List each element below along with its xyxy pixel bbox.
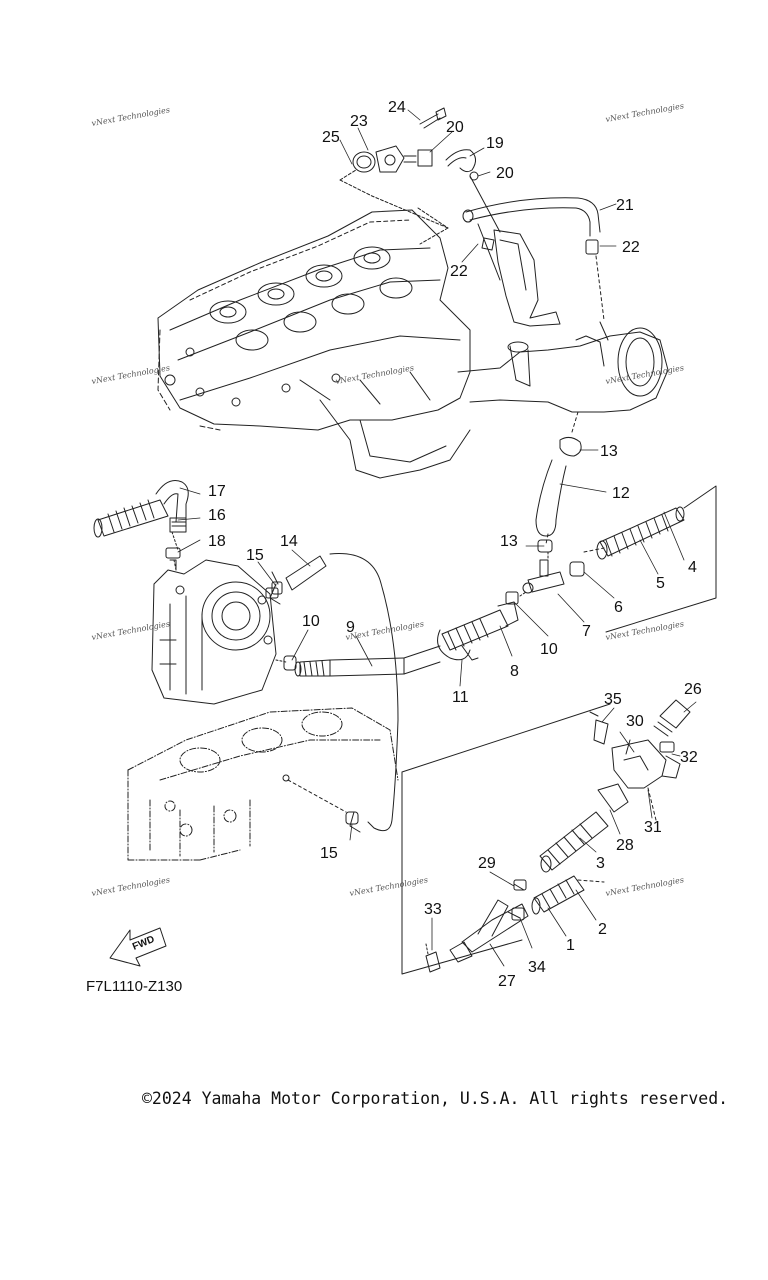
callout-16: 16 [208, 507, 226, 524]
engine-head-assembly [157, 209, 669, 479]
fwd-arrow-icon [109, 927, 167, 967]
y-pipe-27 [425, 879, 529, 973]
breather-fittings-top [339, 107, 609, 341]
copyright-notice: ©2024 Yamaha Motor Corporation, U.S.A. A… [142, 1089, 729, 1108]
bellows-hose-8 [403, 601, 519, 675]
callout-10b: 10 [540, 641, 558, 658]
callout-20a: 20 [446, 119, 464, 136]
watermark-text: vNext Technologies [91, 619, 171, 642]
diagram-part-code: F7L1110-Z130 [86, 978, 183, 995]
callout-22a: 22 [622, 239, 640, 256]
watermark-text: vNext Technologies [335, 363, 415, 386]
watermark-text: vNext Technologies [91, 105, 171, 128]
hose-9 [275, 655, 405, 677]
callout-14: 14 [280, 533, 298, 550]
watermark-text: vNext Technologies [605, 619, 685, 642]
watermark-text: vNext Technologies [91, 875, 171, 898]
callout-9: 9 [346, 619, 355, 636]
hose-12-assembly [535, 411, 582, 553]
fitting-26-32 [653, 699, 691, 753]
callout-28: 28 [616, 837, 634, 854]
callout-13b: 13 [500, 533, 518, 550]
callout-4: 4 [688, 559, 697, 576]
watermark-text: vNext Technologies [605, 875, 685, 898]
callout-18: 18 [208, 533, 226, 550]
callout-23: 23 [350, 113, 368, 130]
callout-19: 19 [486, 135, 504, 152]
hose-14-assembly [269, 553, 399, 833]
callout-31: 31 [644, 819, 662, 836]
watermark-text: vNext Technologies [345, 619, 425, 642]
callout-22b: 22 [450, 263, 468, 280]
callout-3: 3 [596, 855, 605, 872]
callout-5: 5 [656, 575, 665, 592]
hose-16-17 [93, 480, 189, 571]
callout-29: 29 [478, 855, 496, 872]
callout-15a: 15 [246, 547, 264, 564]
callout-21: 21 [616, 197, 634, 214]
bellows-hose-5 [583, 506, 685, 560]
callout-35: 35 [604, 691, 622, 708]
callout-12: 12 [612, 485, 630, 502]
callout-1: 1 [566, 937, 575, 954]
callout-10a: 10 [302, 613, 320, 630]
watermark-text: vNext Technologies [605, 101, 685, 124]
callout-labels: 1 2 3 4 5 6 7 8 9 10 10 11 12 13 13 14 1… [208, 99, 702, 990]
callout-25: 25 [322, 129, 340, 146]
callout-33: 33 [424, 901, 442, 918]
leader-lines [177, 109, 697, 967]
throttle-body [151, 559, 279, 705]
callout-13a: 13 [600, 443, 618, 460]
callout-8: 8 [510, 663, 519, 680]
cylinder-block-lower [127, 707, 399, 861]
callout-15b: 15 [320, 845, 338, 862]
callout-27: 27 [498, 973, 516, 990]
callout-7: 7 [582, 623, 591, 640]
lower-group-frame [401, 703, 611, 975]
bracket-30-31 [589, 711, 681, 821]
watermark-text: vNext Technologies [349, 875, 429, 898]
callout-11: 11 [452, 689, 469, 706]
bellows-hose-3 [539, 783, 629, 873]
callout-17: 17 [208, 483, 226, 500]
callout-24: 24 [388, 99, 406, 116]
callout-30: 30 [626, 713, 644, 730]
callout-26: 26 [684, 681, 702, 698]
callout-34: 34 [528, 959, 546, 976]
bellows-hose-2 [531, 875, 605, 915]
tee-fitting-7 [505, 551, 585, 605]
watermark-text: vNext Technologies [605, 363, 685, 386]
callout-6: 6 [614, 599, 623, 616]
callout-2: 2 [598, 921, 607, 938]
callout-32: 32 [680, 749, 698, 766]
callout-20b: 20 [496, 165, 514, 182]
